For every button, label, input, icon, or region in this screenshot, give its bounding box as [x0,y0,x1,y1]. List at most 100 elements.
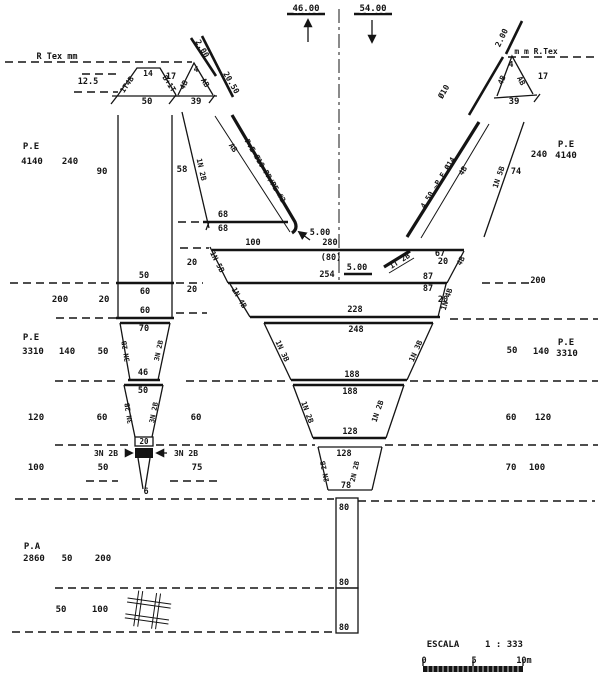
top-right-anchors [467,20,541,116]
left-cables [178,111,311,241]
dim-label: 20 [438,257,448,267]
dim-label: 200 [530,276,545,286]
dim-label: 4B [178,78,190,91]
ref-line-label-left: R Tex mm [37,52,78,62]
dim-label: 140 [533,347,549,357]
dim-label: 1T 2B [388,251,412,271]
dim-label: 140 [59,347,75,357]
dim-label: 75 [192,463,203,473]
dim-label: 240 [531,150,547,160]
reference-lines [5,56,598,93]
dim-label: 1N 3B [273,339,291,364]
dim-label: 87 [423,284,433,294]
dim-label: 50 [507,346,518,356]
dim-label: 3N 2B [120,340,131,362]
dim-label: 280 [322,238,337,248]
dim-label: 4140 [21,157,43,167]
dim-label: 4 [509,60,514,69]
dim-label: 1N 4B [230,286,249,310]
dim-label: 3310 [22,347,44,357]
pointer-arrow-icon [297,230,311,241]
dim-label: 50 [56,605,67,615]
dim-label: 240 [62,157,78,167]
dim-label: 50 [139,449,149,458]
dim-label: 50 [98,347,109,357]
dim-label: 3310 [556,349,578,359]
dim-label: 248 [348,325,363,335]
dim-label: 228 [347,305,362,315]
dim-label: 4B [455,254,467,267]
crossing-hatch-icon [124,590,172,630]
left-pier [116,115,174,490]
scale-label: ESCALA [427,640,460,650]
dim-label: 68 [218,224,228,234]
dim-label: 12.5 [78,77,98,87]
scale-tick: 10m [516,656,531,666]
dim-label: 60 [97,413,108,423]
right-cables [344,121,525,276]
dim-label: 17 [166,72,176,82]
dim-label: 80 [339,578,349,588]
dim-label: 90 [97,167,108,177]
dim-label: AB [227,141,240,154]
dim-label: 1N 3B [407,338,425,363]
dim-label: 200 [95,554,111,564]
dim-label: 120 [535,413,551,423]
dim-label: 1N 2B [299,400,315,425]
dim-label: 188 [342,387,357,397]
dim-label: 1T4B [118,74,136,94]
dim-label: 50 [138,386,148,396]
dim-label: 254 [319,270,334,280]
dim-label: 2N 2B [319,460,331,482]
dim-label: P.E [558,338,574,348]
datum-marks [287,9,392,284]
dim-label: 60 [140,287,150,297]
dim-label: 39 [191,97,202,107]
dim-label: AB [515,75,527,88]
dim-label: P.E [558,140,574,150]
dim-label: AB [199,76,212,89]
scale-bar [422,660,524,672]
dim-label: 20 [99,295,110,305]
dim-label: 80 [339,623,349,633]
top-left-anchors [110,35,235,105]
dim-label: 80 [339,503,349,513]
datum-right: 54.00 [359,4,386,14]
datum-left: 46.00 [292,4,319,14]
dim-label: 3N 2B [94,449,118,458]
dim-label: 3N 2B [153,339,165,361]
dim-label: 3N 2B [123,402,134,424]
dim-label: 120 [28,413,44,423]
dim-label: 2N 2B [349,460,362,482]
dim-label: P.E [23,142,39,152]
dim-label: 128 [336,449,351,459]
dim-label: 50 [62,554,73,564]
dim-label: 20 [187,258,197,268]
dim-label: 20 [139,437,149,446]
dim-label: 4140 [555,151,577,161]
dim-label: 87 [423,272,433,282]
dim-label: 78 [341,481,351,491]
dim-label: 68 [218,210,228,220]
dim-label: 46 [138,368,148,378]
dim-label: 2.00 [493,27,510,48]
ref-line-label-right: m m R.Tex [514,47,558,56]
dim-label: 74 [511,167,521,177]
dim-label: P.A [24,542,41,552]
dim-label: 100 [92,605,108,615]
dim-label: 20.50 [221,70,241,96]
dim-label: (80) [321,253,341,263]
dim-label: 17 [538,72,548,82]
dim-label: 188 [344,370,359,380]
dim-label: 4 [194,65,199,74]
dim-label: 70 [139,324,149,334]
dim-label: 100 [28,463,44,473]
dim-label: 50 [139,271,149,281]
dim-label: 67 [435,249,445,259]
dim-label: 60 [191,413,202,423]
dim-label: 20 [187,285,197,295]
dim-label: 4.50 ~P.E Ø14 [419,155,458,210]
